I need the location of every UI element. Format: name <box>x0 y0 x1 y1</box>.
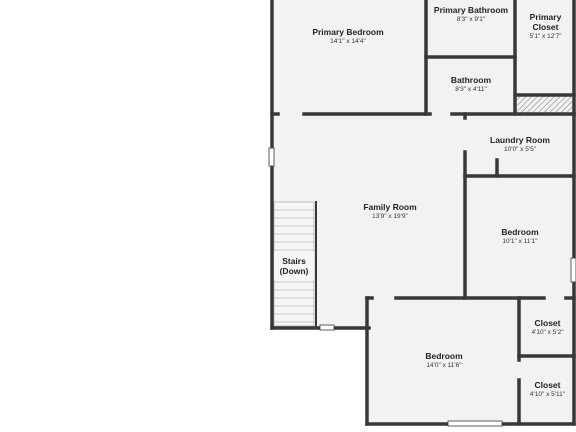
shaft-hatch <box>517 96 572 113</box>
room-dimensions: 8'3" x 4'11" <box>455 85 487 93</box>
room-bedroom-east: Bedroom 10'1" x 11'1" <box>468 223 572 249</box>
room-dimensions: 10'0" x 5'5" <box>503 145 537 153</box>
room-dimensions: 14'0" x 11'6" <box>426 361 462 369</box>
room-family-room: Family Room 13'9" x 19'9" <box>318 198 462 224</box>
room-name-line-2: (Down) <box>279 266 309 276</box>
room-name: Primary Bathroom <box>433 4 509 15</box>
room-name: Bedroom <box>501 226 539 237</box>
room-closet-lower: Closet 4'10" x 5'11" <box>521 376 574 402</box>
room-name: Closet <box>534 317 561 328</box>
room-dimensions: 8'3" x 9'1" <box>456 15 486 23</box>
room-primary-closet: Primary Closet 5'1" x 12'7" <box>517 8 574 44</box>
room-dimensions: 14'1" x 14'4" <box>330 37 366 45</box>
room-dimensions: 4'10" x 5'2" <box>531 328 564 336</box>
room-stairs: Stairs (Down) <box>274 252 314 280</box>
room-bedroom-south: Bedroom 14'0" x 11'6" <box>370 347 518 373</box>
room-closet-upper: Closet 4'10" x 5'2" <box>521 314 574 340</box>
room-name-line-1: Primary <box>529 11 562 22</box>
room-name: Bedroom <box>425 350 463 361</box>
room-dimensions: 4'10" x 5'11" <box>529 390 566 398</box>
room-bathroom: Bathroom 8'3" x 4'11" <box>428 72 514 96</box>
room-primary-bathroom: Primary Bathroom 8'3" x 9'1" <box>427 2 515 26</box>
room-name: Primary Bedroom <box>312 26 384 37</box>
room-dimensions: 13'9" x 19'9" <box>372 212 408 220</box>
windows <box>268 147 576 427</box>
room-name-line-2: Closet <box>532 21 559 32</box>
room-name: Closet <box>534 379 561 390</box>
room-name: Laundry Room <box>490 134 550 145</box>
room-name-line-1: Stairs <box>282 256 306 266</box>
walls <box>270 0 576 426</box>
room-laundry: Laundry Room 10'0" x 5'5" <box>468 132 572 156</box>
room-dimensions: 10'1" x 11'1" <box>502 237 538 245</box>
room-name: Bathroom <box>450 74 492 85</box>
room-dimensions: 5'1" x 12'7" <box>529 32 562 40</box>
room-primary-bedroom: Primary Bedroom 14'1" x 14'4" <box>288 20 408 52</box>
room-name: Family Room <box>363 201 417 212</box>
